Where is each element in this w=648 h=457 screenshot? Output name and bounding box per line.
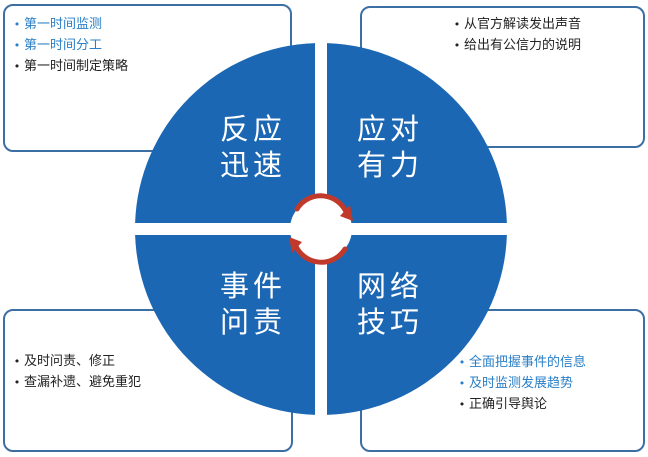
list-bottom-left: •及时问责、修正 •查漏补遗、避免重犯: [10, 351, 141, 393]
bullet-icon: •: [13, 18, 21, 31]
bullet-icon: •: [13, 355, 21, 368]
list-item: •及时监测发展趋势: [455, 373, 586, 394]
bullet-icon: •: [458, 356, 466, 369]
list-item: •正确引导舆论: [455, 394, 586, 415]
list-item: •第一时间制定策略: [10, 56, 128, 77]
quadrant-bottom-right: [327, 235, 507, 415]
quadrant-label-bottom-left: 事件问责: [219, 269, 286, 339]
bullet-icon: •: [13, 39, 21, 52]
quadrant-top-left: [135, 43, 315, 223]
list-item: •及时问责、修正: [10, 351, 141, 372]
bullet-icon: •: [13, 376, 21, 389]
bullet-icon: •: [458, 398, 466, 411]
bullet-icon: •: [13, 60, 21, 73]
quadrant-label-top-left: 反应迅速: [219, 112, 286, 182]
bullet-icon: •: [453, 18, 461, 31]
list-item: •第一时间监测: [10, 14, 128, 35]
bullet-icon: •: [458, 377, 466, 390]
quadrant-group: [135, 43, 507, 415]
quadrant-label-top-right: 应对有力: [356, 112, 423, 182]
quadrant-top-right: [327, 43, 507, 223]
list-item: •从官方解读发出声音: [450, 14, 581, 35]
list-top-right: •从官方解读发出声音 •给出有公信力的说明: [450, 14, 581, 56]
list-top-left: •第一时间监测 •第一时间分工 •第一时间制定策略: [10, 14, 128, 77]
list-item: •第一时间分工: [10, 35, 128, 56]
list-bottom-right: •全面把握事件的信息 •及时监测发展趋势 •正确引导舆论: [455, 352, 586, 415]
bullet-icon: •: [453, 39, 461, 52]
quadrant-label-bottom-right: 网络技巧: [356, 269, 423, 339]
circular-arrows-icon: [289, 193, 353, 265]
list-item: •给出有公信力的说明: [450, 35, 581, 56]
quadrant-bottom-left: [135, 235, 315, 415]
list-item: •查漏补遗、避免重犯: [10, 372, 141, 393]
list-item: •全面把握事件的信息: [455, 352, 586, 373]
